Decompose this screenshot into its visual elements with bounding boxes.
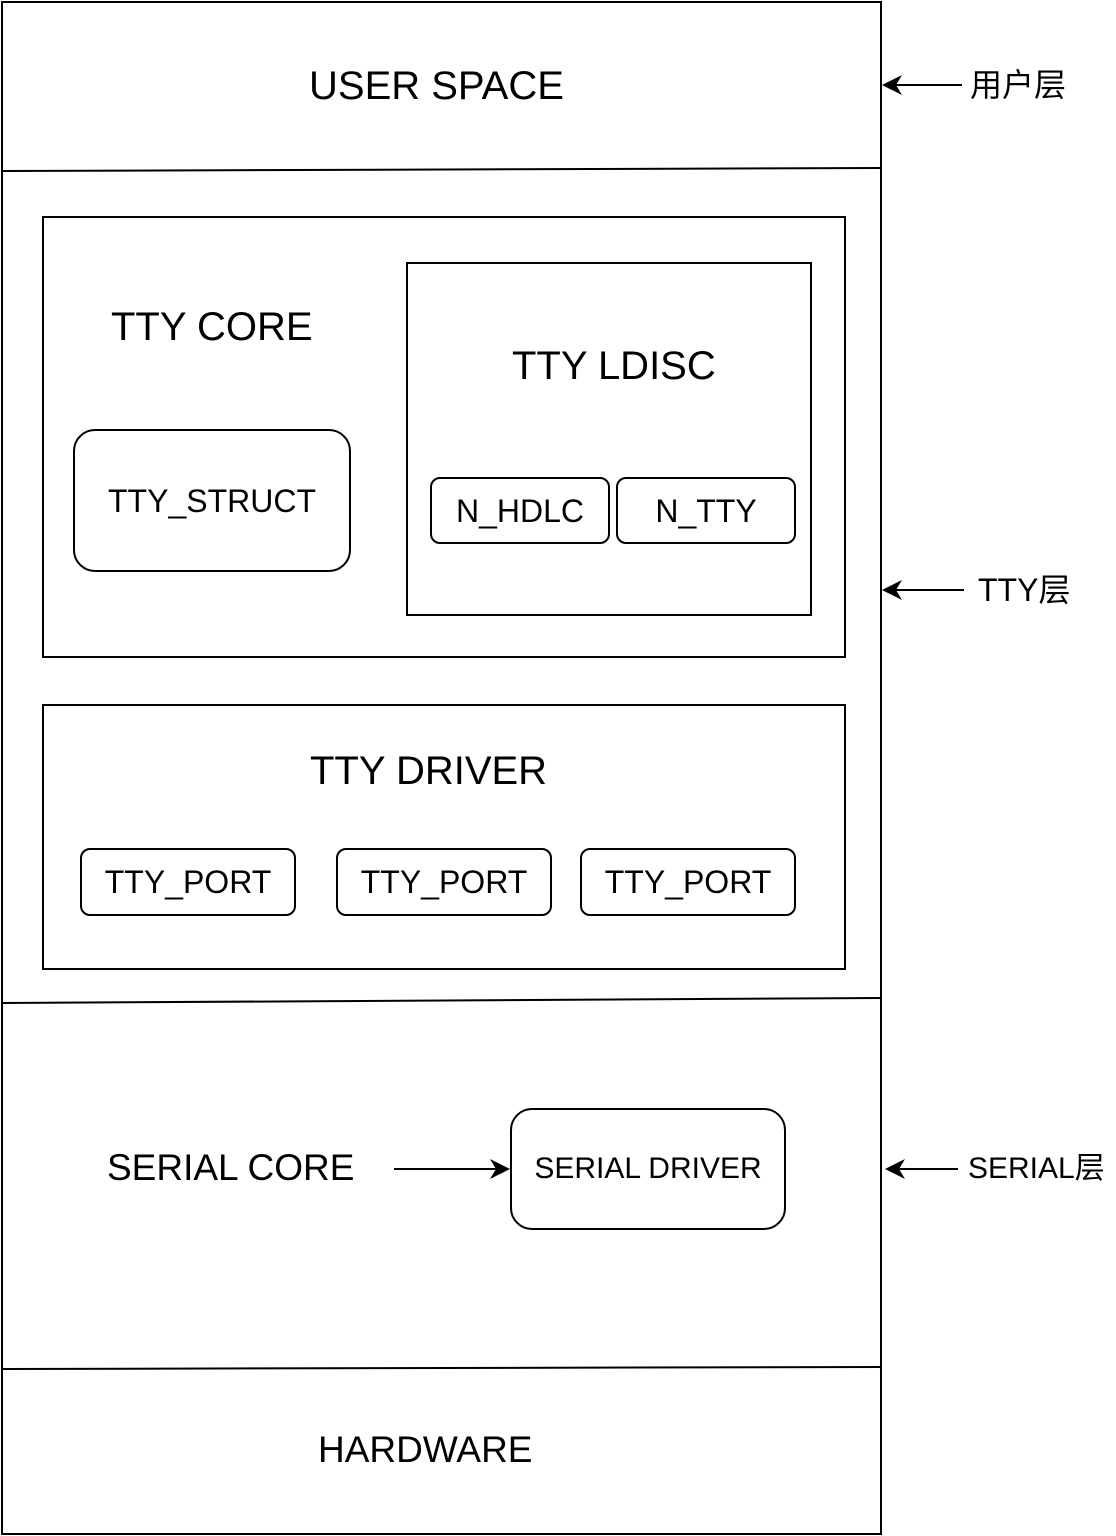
user-space-label: USER SPACE xyxy=(309,64,564,108)
ldisc-n-tty: N_TTY xyxy=(616,477,796,544)
side-label-tty-layer: TTY层 xyxy=(978,572,1071,608)
side-label-user-layer: 用户层 xyxy=(970,67,1067,103)
divider-tty-serial xyxy=(1,997,883,1004)
hardware-label: HARDWARE xyxy=(318,1429,533,1470)
serial-core-label: SERIAL CORE xyxy=(107,1147,355,1188)
tty-port-1: TTY_PORT xyxy=(80,848,296,916)
side-label-serial-layer: SERIAL层 xyxy=(968,1152,1105,1185)
tty-ldisc-label: TTY LDISC xyxy=(512,344,716,388)
divider-serial-hardware xyxy=(1,1366,882,1370)
tty-driver-box xyxy=(42,704,846,970)
tty-ldisc-box xyxy=(406,262,812,616)
tty-port-3: TTY_PORT xyxy=(580,848,796,916)
stack-frame xyxy=(1,1,882,1535)
ldisc-n-hdlc: N_HDLC xyxy=(430,477,610,544)
tty-core-label: TTY CORE xyxy=(111,305,313,349)
serial-driver-box: SERIAL DRIVER xyxy=(510,1108,786,1230)
tty-driver-label: TTY DRIVER xyxy=(310,749,548,793)
divider-user-tty xyxy=(1,167,882,172)
tty-struct-box: TTY_STRUCT xyxy=(73,429,351,572)
tty-port-2: TTY_PORT xyxy=(336,848,552,916)
